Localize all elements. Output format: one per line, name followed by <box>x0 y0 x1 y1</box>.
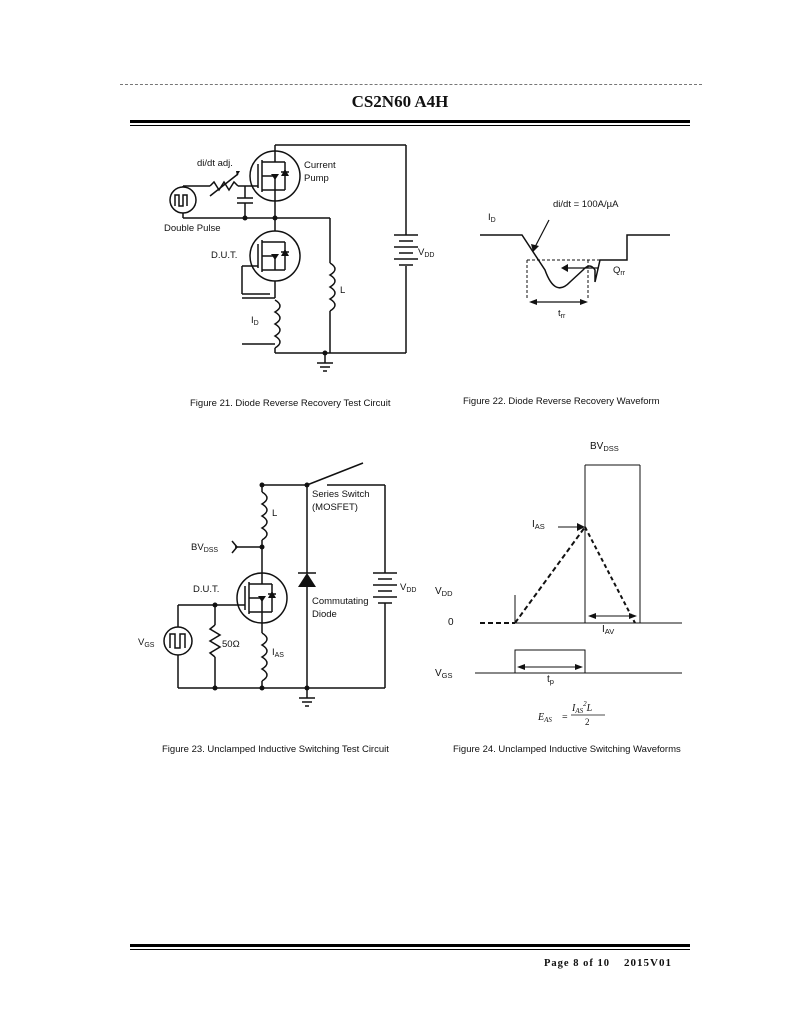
fig22-trr-sub: rr <box>561 313 566 320</box>
fig24-eas-lhs-sub: AS <box>543 716 552 724</box>
figure-21-circuit: di/dt adj. Current Pump Double Pulse D.U… <box>164 144 434 372</box>
fig24-eas-num: I <box>571 703 576 714</box>
fig24-vgs-sub: GS <box>442 671 453 680</box>
fig24-iav-sub: AV <box>605 627 614 636</box>
svg-text:BVDSS: BVDSS <box>191 542 218 554</box>
fig24-vdd-sub: DD <box>442 589 453 598</box>
fig22-id-label: I <box>488 212 491 223</box>
fig24-vgs-label: V <box>435 668 442 679</box>
fig24-eas-num-l: L <box>586 703 593 714</box>
svg-text:ID: ID <box>251 315 259 327</box>
fig23-vgs-label: V <box>138 637 145 648</box>
svg-text:VDD: VDD <box>400 582 416 594</box>
fig22-didt-label: di/dt = 100A/µA <box>553 199 619 210</box>
figure-22-waveform: di/dt = 100A/µA ID Qrr trr <box>480 199 670 320</box>
footer-rule-thick <box>130 944 690 947</box>
fig21-id-sub: D <box>254 320 259 327</box>
fig22-qrr-label: Q <box>613 265 620 276</box>
svg-text:VDD: VDD <box>435 586 453 598</box>
figure-24-caption: Figure 24. Unclamped Inductive Switching… <box>453 744 681 755</box>
fig21-id-label: I <box>251 315 254 326</box>
fig23-ias-sub: AS <box>275 652 285 659</box>
fig23-ias-label: I <box>272 647 275 658</box>
svg-text:trr: trr <box>558 308 566 320</box>
fig24-tp-sub: p <box>550 677 554 686</box>
fig23-l-label: L <box>272 508 277 519</box>
page-title: CS2N60 A4H <box>351 92 449 111</box>
fig24-tp-label: t <box>547 674 550 685</box>
fig23-mosfet-label: (MOSFET) <box>312 502 358 513</box>
fig21-vdd-label: V <box>418 247 425 258</box>
figure-23-circuit: Series Switch (MOSFET) L BVDSS D.U.T. VD… <box>138 462 416 707</box>
fig24-bvdss-label: BV <box>590 441 604 452</box>
fig23-vdd-sub: DD <box>406 587 416 594</box>
fig21-l-label: L <box>340 285 345 296</box>
footer-page-number: Page 8 of 10 <box>544 958 610 969</box>
svg-text:VDD: VDD <box>418 247 434 259</box>
fig21-pump-label: Pump <box>304 173 329 184</box>
fig24-bvdss-sub: DSS <box>603 444 618 453</box>
figure-22-caption: Figure 22. Diode Reverse Recovery Wavefo… <box>463 396 660 407</box>
svg-text:IAS: IAS <box>272 647 284 659</box>
figure-23-caption: Figure 23. Unclamped Inductive Switching… <box>162 744 389 755</box>
svg-text:ID: ID <box>488 212 496 224</box>
fig23-bvdss-label: BV <box>191 542 204 553</box>
fig24-eas-lhs: E <box>537 712 544 723</box>
header-top-rule <box>120 84 702 85</box>
fig24-ias-sub: AS <box>535 522 545 531</box>
fig22-id-sub: D <box>491 217 496 224</box>
fig24-eas-den: 2 <box>585 717 590 725</box>
fig24-eas-num-sup: 2 <box>583 700 587 708</box>
fig24-zero-label: 0 <box>448 617 454 628</box>
fig24-eas-eq: = <box>562 712 568 723</box>
figure-21-caption: Figure 21. Diode Reverse Recovery Test C… <box>190 398 391 409</box>
fig23-dut-label: D.U.T. <box>193 584 219 595</box>
fig23-bvdss-sub: DSS <box>204 547 219 554</box>
fig23-vdd-label: V <box>400 582 407 593</box>
fig22-qrr-sub: rr <box>620 270 625 277</box>
svg-text:IAS2L: IAS2L <box>571 700 593 715</box>
footer-rule-thin <box>130 949 690 950</box>
svg-text:VGS: VGS <box>138 637 155 649</box>
fig23-r50-label: 50Ω <box>222 639 240 650</box>
fig21-didt-label: di/dt adj. <box>197 158 233 169</box>
fig23-commutating-label: Commutating <box>312 596 369 607</box>
fig24-ias-label: I <box>532 519 535 530</box>
svg-text:VGS: VGS <box>435 668 453 680</box>
fig24-iav-label: I <box>602 624 605 635</box>
fig22-trr-label: t <box>558 308 561 319</box>
svg-text:EAS: EAS <box>537 712 552 724</box>
fig23-vgs-sub: GS <box>144 642 154 649</box>
fig23-series-switch-label: Series Switch <box>312 489 370 500</box>
fig24-vdd-label: V <box>435 586 442 597</box>
svg-text:BVDSS: BVDSS <box>590 441 619 453</box>
svg-text:tp: tp <box>547 674 554 686</box>
fig24-eas-formula: EAS = IAS2L 2 <box>537 700 605 725</box>
fig21-vdd-sub: DD <box>424 252 434 259</box>
fig24-eas-num-sub: AS <box>574 707 583 715</box>
figure-24-waveform: BVDSS IAS VDD 0 IAV VGS tp EAS = IAS2L 2 <box>435 441 682 725</box>
svg-text:IAV: IAV <box>602 624 614 636</box>
svg-text:Qrr: Qrr <box>613 265 626 277</box>
header-rule-thick <box>130 120 690 123</box>
fig21-double-pulse-label: Double Pulse <box>164 223 221 234</box>
fig23-diode-label: Diode <box>312 609 337 620</box>
svg-text:IAS: IAS <box>532 519 545 531</box>
footer-version: 2015V01 <box>624 957 672 969</box>
fig21-current-label: Current <box>304 160 336 171</box>
header-rule-thin <box>130 125 690 126</box>
fig21-dut-label: D.U.T. <box>211 250 237 261</box>
